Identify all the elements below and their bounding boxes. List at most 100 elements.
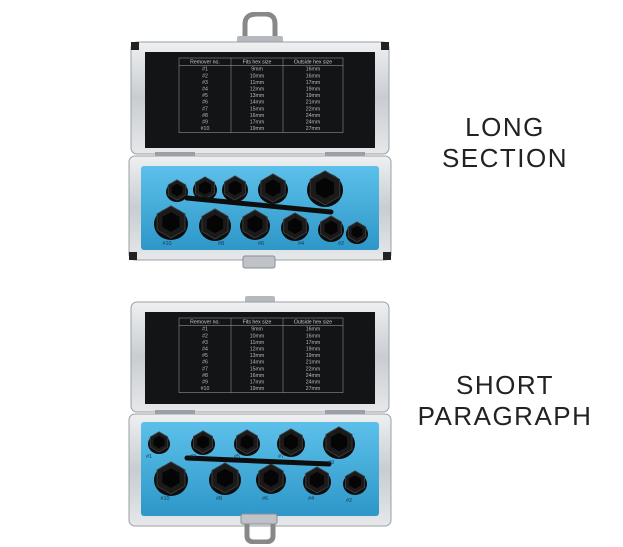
- case-bottom-drawing: Remover no. Fits hex size Outside hex size…: [128, 296, 392, 544]
- extractor-socket: [154, 205, 188, 240]
- chart-cell: 19mm: [306, 87, 320, 93]
- extractor-socket: [343, 470, 367, 495]
- socket-set: #1#3#5#7#9#10#8#6#4#2: [146, 426, 367, 504]
- handle: [244, 524, 276, 544]
- socket-number: #2: [338, 241, 344, 247]
- extractor-case-long: Remover no. Fits hex size Outside hex size…: [125, 12, 395, 270]
- chart-header: Fits hex size: [243, 60, 272, 66]
- chart-header: Remover no.: [190, 60, 220, 66]
- chart-cell: #10: [201, 386, 210, 392]
- extractor-socket: [222, 175, 248, 202]
- socket-number: #3: [190, 454, 196, 460]
- chart-cell: 14mm: [250, 100, 264, 106]
- chart-cell: 16mm: [306, 333, 320, 339]
- chart-cell: #7: [202, 106, 208, 112]
- case-top-drawing: Remover no. Fits hex size Outside hex size…: [128, 12, 392, 269]
- chart-cell: 24mm: [306, 373, 320, 379]
- chart-cell: #8: [202, 113, 208, 119]
- size-chart: Remover no. Fits hex size Outside hex size…: [178, 317, 344, 393]
- chart-header: Fits hex size: [243, 320, 272, 326]
- extractor-socket: [148, 431, 170, 454]
- chart-cell: #9: [202, 120, 208, 126]
- chart-cell: 22mm: [306, 106, 320, 112]
- lid-panel: [145, 312, 375, 404]
- chart-cell: #2: [202, 73, 208, 79]
- chart-cell: 16mm: [250, 113, 264, 119]
- socket-set: #10#8#6#4#2: [154, 170, 368, 247]
- extractor-socket: [240, 209, 270, 240]
- chart-cell: 13mm: [250, 93, 264, 99]
- socket-number: #9: [328, 460, 334, 466]
- chart-cell: 22mm: [306, 366, 320, 372]
- chart-header: Outside hex size: [294, 320, 332, 326]
- chart-cell: #6: [202, 100, 208, 106]
- caption-line-1: SHORT: [455, 370, 555, 400]
- socket-number: #1: [146, 454, 152, 460]
- chart-header: Outside hex size: [294, 60, 332, 66]
- chart-cell: 16mm: [306, 67, 320, 73]
- chart-cell: #9: [202, 380, 208, 386]
- chart-cell: #4: [202, 87, 208, 93]
- extractor-socket: [277, 428, 305, 457]
- extractor-socket: [193, 176, 217, 201]
- socket-number: #6: [258, 241, 264, 247]
- caption-line-2: PARAGRAPH: [417, 401, 593, 431]
- caption-line-2: SECTION: [441, 143, 569, 173]
- chart-cell: #5: [202, 353, 208, 359]
- extractor-socket: [258, 173, 288, 204]
- extractor-socket: [346, 221, 368, 244]
- chart-cell: #1: [202, 67, 208, 73]
- extractor-bar: [184, 195, 334, 215]
- extractor-socket: [256, 463, 286, 494]
- chart-cell: 24mm: [306, 113, 320, 119]
- chart-cell: 19mm: [306, 353, 320, 359]
- extractor-socket: [154, 461, 188, 496]
- chart-cell: 19mm: [306, 347, 320, 353]
- extractor-socket: [199, 208, 231, 241]
- socket-number: #4: [308, 496, 314, 502]
- latch: [242, 255, 276, 269]
- extractor-socket: [281, 212, 309, 241]
- chart-cell: 9mm: [251, 67, 263, 73]
- chart-cell: #5: [202, 93, 208, 99]
- chart-cell: 21mm: [306, 100, 320, 106]
- chart-cell: 12mm: [250, 347, 264, 353]
- chart-cell: 16mm: [250, 373, 264, 379]
- chart-cell: 27mm: [306, 126, 320, 132]
- chart-cell: #2: [202, 333, 208, 339]
- chart-cell: #4: [202, 347, 208, 353]
- chart-cell: 14mm: [250, 360, 264, 366]
- chart-cell: 19mm: [250, 126, 264, 132]
- chart-header: Remover no.: [190, 320, 220, 326]
- socket-number: #10: [162, 241, 171, 247]
- chart-cell: 10mm: [250, 73, 264, 79]
- chart-cell: 12mm: [250, 87, 264, 93]
- extractor-bar: [184, 455, 332, 467]
- chart-cell: 13mm: [250, 353, 264, 359]
- chart-cell: 15mm: [250, 366, 264, 372]
- handle: [242, 12, 278, 40]
- chart-cell: 11mm: [250, 340, 264, 346]
- chart-cell: 21mm: [306, 360, 320, 366]
- chart-cell: 17mm: [306, 80, 320, 86]
- size-chart: Remover no. Fits hex size Outside hex size…: [178, 57, 344, 133]
- chart-cell: #10: [201, 126, 210, 132]
- chart-cell: #7: [202, 366, 208, 372]
- extractor-socket: [234, 429, 260, 456]
- extractor-socket: [209, 462, 241, 495]
- extractor-socket: [303, 466, 331, 495]
- chart-cell: #8: [202, 373, 208, 379]
- chart-cell: 17mm: [250, 120, 264, 126]
- extractor-socket: [323, 426, 355, 459]
- chart-cell: 11mm: [250, 80, 264, 86]
- chart-cell: #1: [202, 327, 208, 333]
- socket-number: #7: [278, 454, 284, 460]
- chart-cell: 9mm: [251, 327, 263, 333]
- socket-number: #5: [234, 454, 240, 460]
- socket-number: #4: [298, 241, 304, 247]
- chart-cell: 19mm: [306, 93, 320, 99]
- chart-cell: 27mm: [306, 386, 320, 392]
- caption-long-section: LONG SECTION: [430, 112, 580, 174]
- chart-cell: 16mm: [306, 327, 320, 333]
- extractor-socket: [166, 179, 188, 202]
